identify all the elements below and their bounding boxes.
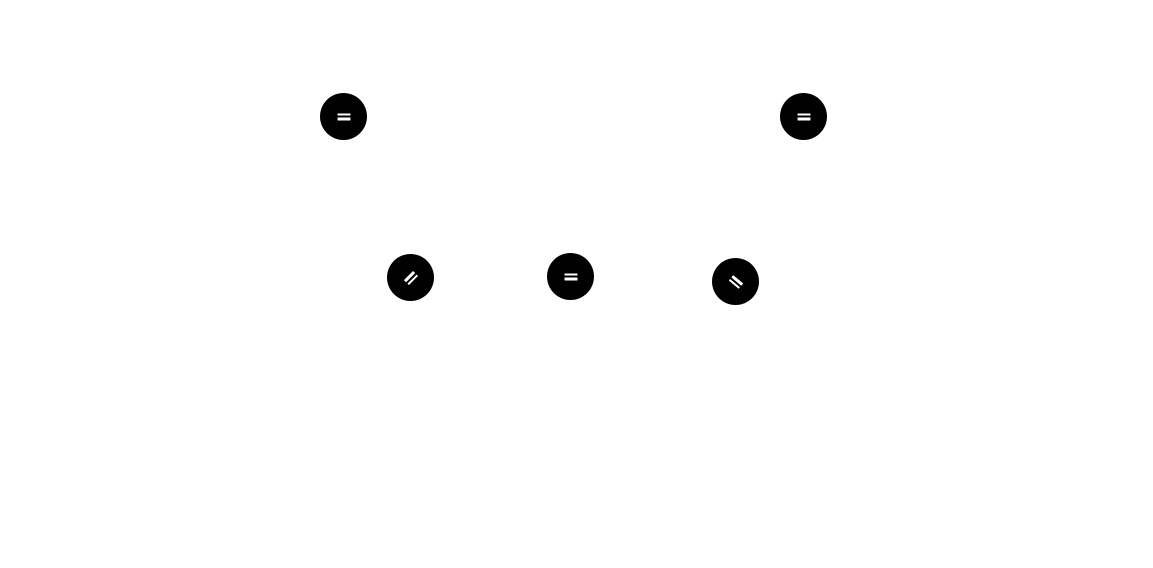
- drag-handle-mid-center[interactable]: [547, 253, 594, 300]
- drag-handle-mid-right[interactable]: [712, 258, 759, 305]
- grip-lines-icon: [564, 272, 577, 281]
- grip-lines-icon: [403, 270, 419, 286]
- drag-handle-mid-left[interactable]: [387, 254, 434, 301]
- drag-handle-top-right[interactable]: [780, 93, 827, 140]
- grip-lines-icon: [728, 274, 744, 289]
- drag-handle-top-left[interactable]: [320, 93, 367, 140]
- grip-lines-icon: [337, 112, 350, 121]
- grip-lines-icon: [797, 112, 810, 121]
